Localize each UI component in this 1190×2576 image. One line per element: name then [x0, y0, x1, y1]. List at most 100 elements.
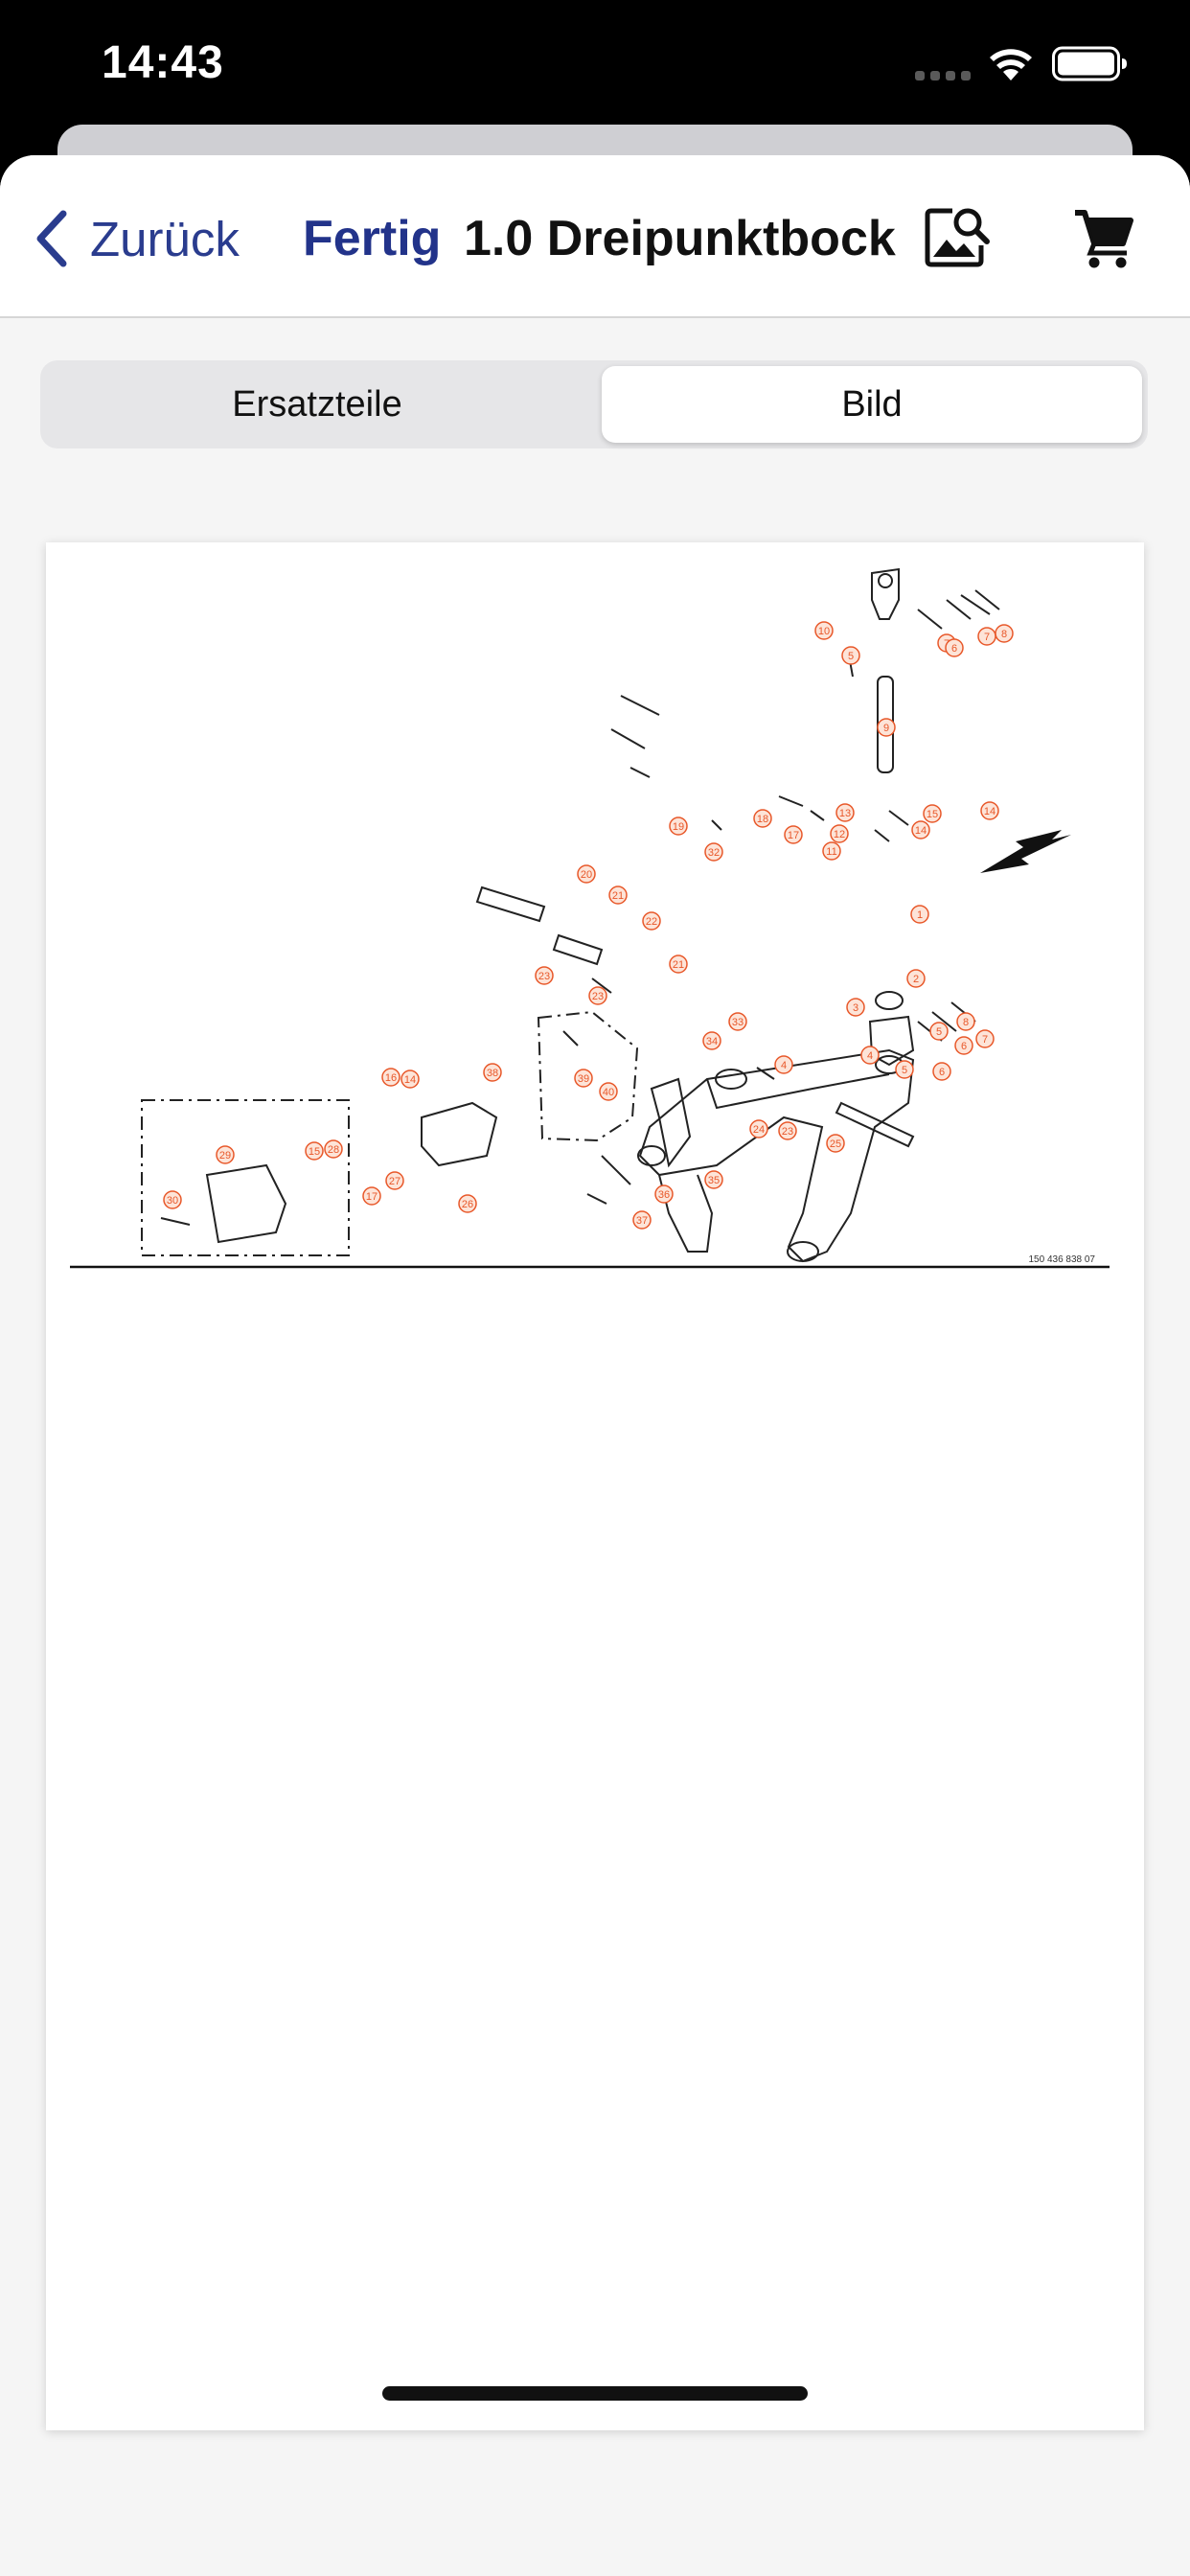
- callout-number: 25: [830, 1138, 841, 1150]
- image-search-button[interactable]: [924, 203, 993, 272]
- battery-icon: [1052, 46, 1127, 81]
- callout-number: 23: [782, 1126, 793, 1138]
- callout-bubble[interactable]: [704, 842, 723, 862]
- callout-bubble[interactable]: [906, 969, 926, 988]
- callout-bubble[interactable]: [381, 1068, 400, 1087]
- callout-bubble[interactable]: [945, 638, 964, 657]
- callout-bubble[interactable]: [830, 824, 849, 843]
- callout-number: 37: [636, 1215, 648, 1227]
- callout-bubble[interactable]: [954, 1036, 973, 1055]
- callout-bubble[interactable]: [632, 1210, 652, 1230]
- callout-bubble[interactable]: [574, 1069, 593, 1088]
- callout-bubble[interactable]: [458, 1194, 477, 1213]
- callout-bubble[interactable]: [483, 1063, 502, 1082]
- shopping-cart-icon: [1075, 210, 1133, 268]
- parts-drawing[interactable]: 150 436 838 07 1234567891011121314151617…: [46, 542, 1144, 2430]
- callout-bubble[interactable]: [749, 1119, 768, 1138]
- callout-bubble[interactable]: [923, 804, 942, 823]
- callout-number: 13: [839, 808, 851, 819]
- callout-bubble[interactable]: [702, 1031, 721, 1050]
- callout-bubble[interactable]: [608, 886, 628, 905]
- cellular-signal-icon: [915, 71, 971, 80]
- callout-bubble[interactable]: [895, 1060, 914, 1079]
- back-button[interactable]: Zurück: [34, 205, 240, 272]
- callout-bubble[interactable]: [535, 966, 554, 985]
- callout-bubble[interactable]: [814, 621, 834, 640]
- callout-bubble[interactable]: [932, 1062, 951, 1081]
- callout-number: 39: [578, 1073, 589, 1085]
- callout-number: 14: [915, 825, 927, 837]
- image-search-icon: [925, 208, 990, 267]
- callout-bubble[interactable]: [599, 1082, 618, 1101]
- callout-bubble[interactable]: [362, 1186, 381, 1206]
- callout-number: 21: [612, 890, 624, 902]
- callout-bubble[interactable]: [822, 841, 841, 861]
- callout-bubble[interactable]: [784, 825, 803, 844]
- callout-bubble[interactable]: [877, 718, 896, 737]
- callout-bubble[interactable]: [642, 911, 661, 931]
- callout-bubble[interactable]: [669, 954, 688, 974]
- drawing-linework: [160, 567, 1000, 1263]
- callout-bubble[interactable]: [846, 998, 865, 1017]
- callout-bubble[interactable]: [911, 820, 930, 840]
- callout-bubble[interactable]: [577, 864, 596, 884]
- callout-bubble[interactable]: [753, 809, 772, 828]
- callout-number: 36: [658, 1189, 670, 1201]
- callout-bubble[interactable]: [975, 1029, 995, 1048]
- callout-bubble[interactable]: [826, 1134, 845, 1153]
- callout-number: 7: [982, 1034, 988, 1046]
- home-indicator: [382, 2386, 808, 2401]
- direction-arrow: [980, 830, 1071, 873]
- callout-number: 5: [848, 651, 854, 662]
- callout-number: 14: [404, 1074, 416, 1086]
- callout-number: 16: [385, 1072, 397, 1084]
- callout-bubble[interactable]: [835, 803, 855, 822]
- callout-bubble[interactable]: [385, 1171, 404, 1190]
- callout-bubble[interactable]: [910, 905, 929, 924]
- done-button[interactable]: Fertig: [303, 211, 442, 266]
- chevron-left-icon: [36, 210, 67, 267]
- callout-bubble[interactable]: [216, 1145, 235, 1164]
- callout-bubble[interactable]: [774, 1055, 793, 1074]
- callout-bubble[interactable]: [305, 1141, 324, 1161]
- callout-number: 10: [818, 626, 830, 637]
- callout-number: 35: [708, 1175, 720, 1186]
- callout-bubble[interactable]: [956, 1012, 975, 1031]
- callout-bubble[interactable]: [163, 1190, 182, 1209]
- callout-number: 22: [646, 916, 657, 928]
- callout-number: 28: [328, 1144, 339, 1156]
- callout-number: 32: [708, 847, 720, 859]
- modal-sheet: Zurück Fertig 1.0 Dreipunktbock Ersatzte…: [0, 155, 1190, 2576]
- callout-bubble[interactable]: [704, 1170, 723, 1189]
- callout-bubble[interactable]: [654, 1184, 674, 1204]
- callout-number: 27: [389, 1176, 400, 1187]
- callout-bubble[interactable]: [860, 1046, 880, 1065]
- callout-number: 4: [867, 1050, 873, 1062]
- callout-bubble[interactable]: [669, 816, 688, 836]
- callout-number: 5: [902, 1065, 907, 1076]
- tab-bild[interactable]: Bild: [602, 366, 1142, 443]
- exploded-view-drawing: 150 436 838 07 1234567891011121314151617…: [70, 567, 1110, 1269]
- segmented-control: Ersatzteile Bild: [40, 360, 1148, 448]
- callout-bubble[interactable]: [980, 801, 999, 820]
- callout-bubble[interactable]: [400, 1070, 420, 1089]
- callout-bubble[interactable]: [995, 624, 1014, 643]
- callout-bubble[interactable]: [778, 1121, 797, 1140]
- callout-bubble[interactable]: [929, 1022, 949, 1041]
- callout-number: 15: [927, 809, 938, 820]
- page-title: 1.0 Dreipunktbock: [464, 211, 896, 266]
- callout-bubble[interactable]: [841, 646, 860, 665]
- callout-number: 12: [834, 829, 845, 840]
- callout-number: 17: [366, 1191, 378, 1203]
- callout-number: 24: [753, 1124, 765, 1136]
- callout-bubble[interactable]: [728, 1012, 747, 1031]
- callout-number: 34: [706, 1036, 718, 1047]
- callout-number: 26: [462, 1199, 473, 1210]
- status-bar: 14:43: [0, 0, 1190, 125]
- callout-number: 4: [781, 1060, 787, 1071]
- callout-bubble[interactable]: [588, 986, 607, 1005]
- callout-number: 19: [673, 821, 684, 833]
- callout-bubble[interactable]: [324, 1139, 343, 1159]
- tab-ersatzteile[interactable]: Ersatzteile: [232, 384, 402, 425]
- cart-button[interactable]: [1071, 205, 1136, 270]
